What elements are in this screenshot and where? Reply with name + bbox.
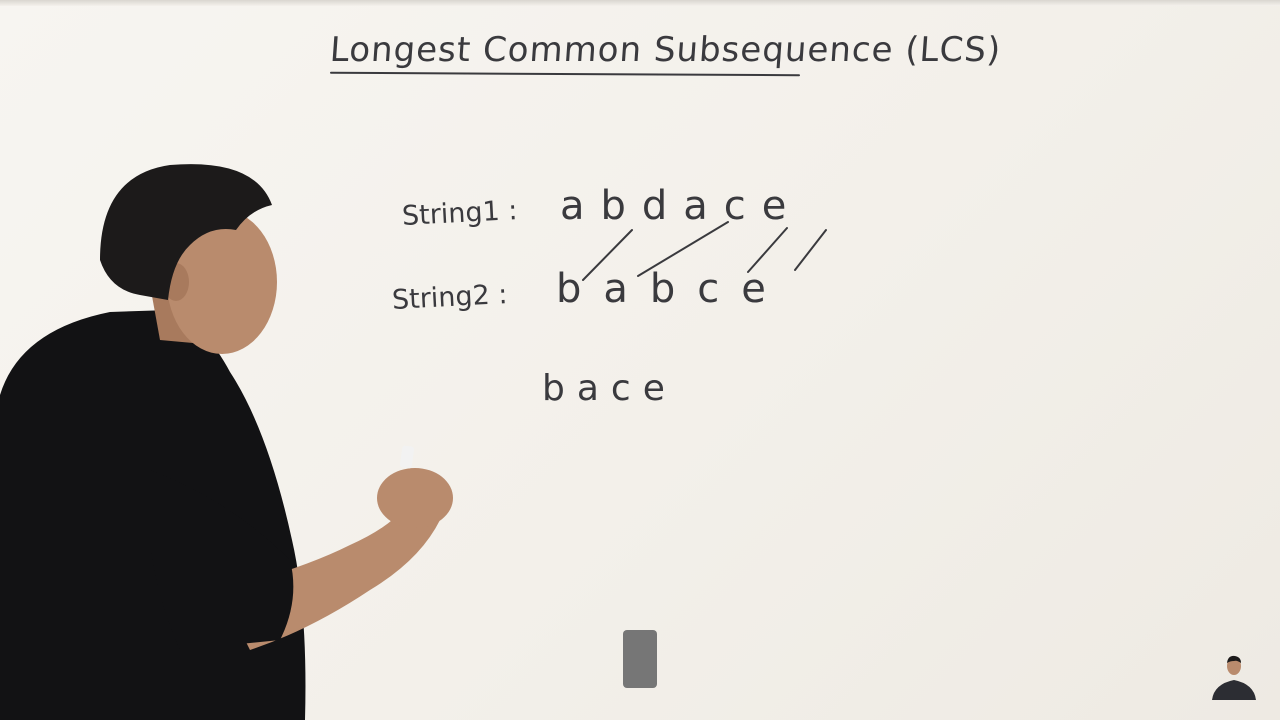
presenter-body <box>0 310 306 720</box>
presenter-sleeve <box>148 470 294 650</box>
presenter-hand <box>377 468 453 528</box>
lcs-result: bace <box>542 368 677 409</box>
board-title: Longest Common Subsequence (LCS) <box>328 30 1003 70</box>
presenter-face <box>167 210 277 354</box>
channel-avatar-icon[interactable] <box>1210 652 1258 700</box>
string2-label: String2 : <box>391 279 509 316</box>
presenter-neck <box>150 285 215 345</box>
string1-label: String1 : <box>401 195 519 232</box>
whiteboard-top-edge <box>0 0 1280 6</box>
match-line-e <box>794 229 827 271</box>
title-underline <box>329 71 801 77</box>
string1-letters: abdace <box>560 183 803 229</box>
string2-letters: babce <box>556 266 788 312</box>
presenter-hair <box>100 164 272 300</box>
scrollbar-thumb[interactable] <box>623 630 657 688</box>
marker-icon <box>399 445 415 469</box>
presenter-ear <box>163 263 189 301</box>
presenter-arm <box>220 500 440 650</box>
